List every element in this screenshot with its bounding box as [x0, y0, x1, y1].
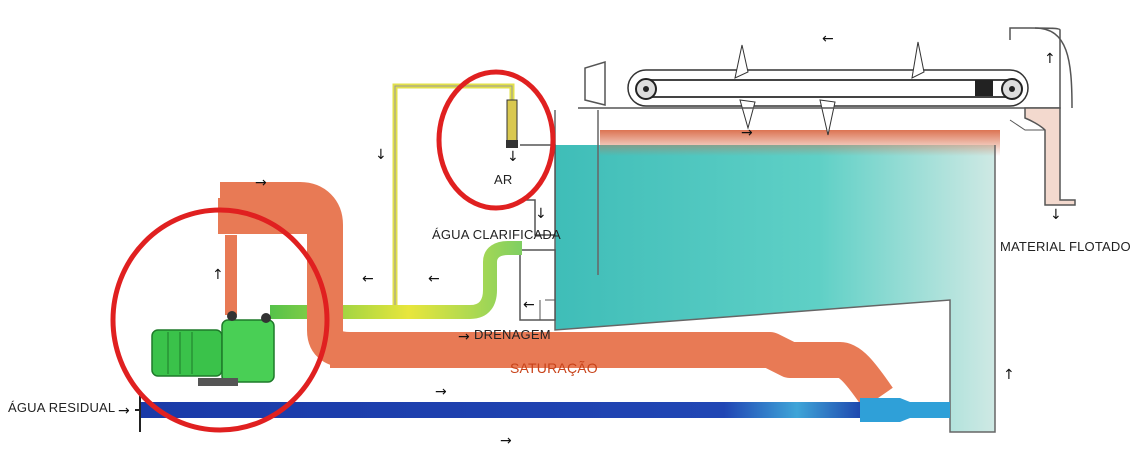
label-agua-residual: ÁGUA RESIDUAL	[8, 400, 116, 415]
highlight-air-inlet	[436, 69, 556, 211]
label-material-flotado: MATERIAL FLOTADO	[1000, 239, 1131, 254]
arrow-right-icon: →	[741, 125, 753, 141]
highlight-pump	[110, 207, 330, 433]
arrow-right-icon: →	[255, 175, 267, 191]
raw-water-pipe	[135, 396, 950, 432]
air-line	[392, 83, 518, 305]
sludge-layer	[600, 130, 1000, 156]
label-drenagem: DRENAGEM	[474, 327, 551, 342]
arrow-down-icon: ↓	[1050, 207, 1062, 223]
recycle-pipe	[270, 241, 522, 319]
arrow-down-icon: ↓	[375, 147, 387, 163]
arrow-up-icon: ↑	[1044, 51, 1056, 67]
saturation-pipe	[218, 182, 893, 409]
arrow-left-icon: ←	[822, 31, 834, 47]
arrow-left-icon: ←	[362, 271, 374, 287]
arrow-up-icon: ↑	[212, 267, 224, 283]
flotation-tank	[554, 110, 1000, 433]
arrow-right-icon: →	[118, 403, 130, 419]
arrow-left-icon: ←	[523, 297, 535, 313]
arrow-up-icon: ↑	[1003, 367, 1015, 383]
skimmer-conveyor	[578, 27, 1076, 206]
arrow-down-icon: ↓	[507, 149, 519, 165]
arrow-right-icon: →	[458, 329, 470, 345]
label-ar: AR	[494, 172, 513, 187]
arrow-right-icon: →	[500, 433, 512, 449]
arrow-down-icon: ↓	[535, 206, 547, 222]
label-saturacao: SATURAÇÃO	[510, 360, 598, 376]
arrow-right-icon: →	[435, 384, 447, 400]
label-agua-clarificada: ÁGUA CLARIFICADA	[432, 227, 561, 242]
pump-motor	[151, 311, 275, 386]
arrow-left-icon: ←	[428, 271, 440, 287]
